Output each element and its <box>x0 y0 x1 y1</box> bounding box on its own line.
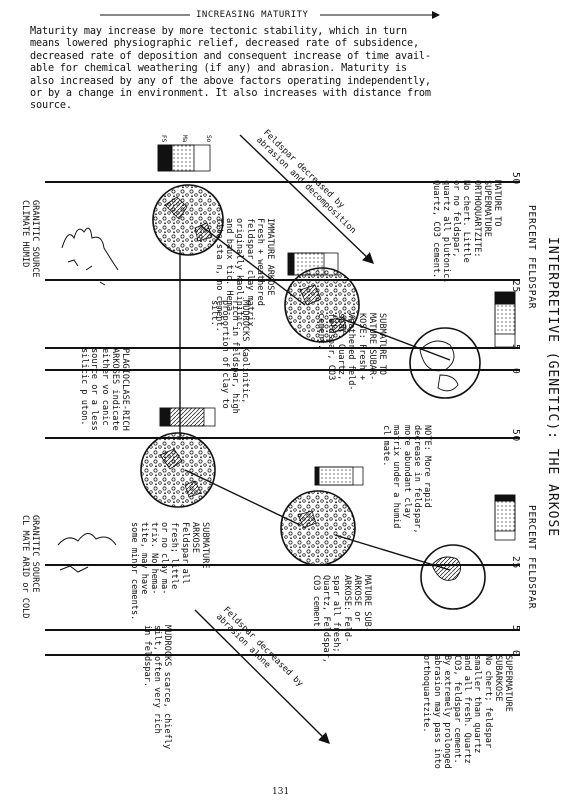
column-label-fs: FS <box>160 135 167 143</box>
bottom-feldspar-arrow <box>194 609 330 744</box>
desc-plagioclase-arkoses: PLAGIOCLASE-RICH ARKOSES indicate either… <box>79 348 130 431</box>
column-label-so: So <box>205 135 212 143</box>
desc-note: NOTE: More rapid decrease in feldspar, m… <box>381 425 432 534</box>
axis-label-top: PERCENT FELDSPAR <box>526 205 537 310</box>
diagram-title: INTERPRETIVE (GENETIC): THE ARKOSE <box>545 237 560 538</box>
axis-label-bottom: PERCENT FELDSPAR <box>526 505 537 610</box>
intro-text: Maturity may increase by more tectonic s… <box>30 26 555 113</box>
tick-label: 50 <box>510 429 521 443</box>
desc-mudrocks-kaolinitic: MUDROCKS Kaolinitic, rich in feldspar, h… <box>209 300 250 414</box>
desc-submature-arkose: SUBMATURE ARKOSE Feldspar all fresh; lit… <box>128 522 210 621</box>
top-feldspar-arrow <box>239 134 375 264</box>
source-arid: GRANITIC SOURCE CL MATE ARID or COLD <box>19 515 40 619</box>
desc-mudrocks-scarce: MUDROCKS scarce, chiefly silt, often ver… <box>141 625 172 750</box>
tick-label: 50 <box>510 172 521 186</box>
maturity-label: INCREASING MATURITY <box>196 10 309 20</box>
thin-section-circles <box>140 184 486 610</box>
column-label-ma: Ma <box>181 135 188 143</box>
intro-line: able for chemical weathering (if any) an… <box>30 63 407 75</box>
tick-label: 5 <box>510 344 521 351</box>
intro-line: also increased by any of the above facto… <box>30 75 431 87</box>
scale-lines-bottom <box>45 437 520 656</box>
intro-line: source. <box>30 100 72 112</box>
desc-mature-orthoquartzite: MATURE TO SUPERMATURE ORTHOQUARTZITE: No… <box>430 180 502 284</box>
intro-line: means lowered physiographic relief, decr… <box>30 38 419 50</box>
intro-line: decreased rate of deposition and consequ… <box>30 50 431 62</box>
intro-line: Maturity may increase by more tectonic s… <box>30 26 407 37</box>
intro-line: or by a change in environment. It also i… <box>30 88 431 100</box>
source-sketches <box>57 227 119 573</box>
source-humid: GRANITIC SOURCE CLIMATE HUMID <box>19 200 40 278</box>
desc-mature-subarkose: MATURE SUB- ARKOSE or ARKOSE: Feld- spar… <box>310 575 372 663</box>
page-number: 131 <box>272 787 290 797</box>
tick-label: 0 <box>510 368 521 375</box>
tick-label: 5 <box>510 625 521 632</box>
tick-label: 25 <box>510 556 521 570</box>
tick-label: 25 <box>510 280 521 294</box>
desc-submature-subarkose: SUBMATURE TO MATURE SUBAR- KOSE: Fresh +… <box>315 313 387 391</box>
desc-supermature-subarkose: SUPERMATURE SUBARKOSE No chert; feldspar… <box>421 655 513 769</box>
scale-lines-top <box>45 181 520 371</box>
